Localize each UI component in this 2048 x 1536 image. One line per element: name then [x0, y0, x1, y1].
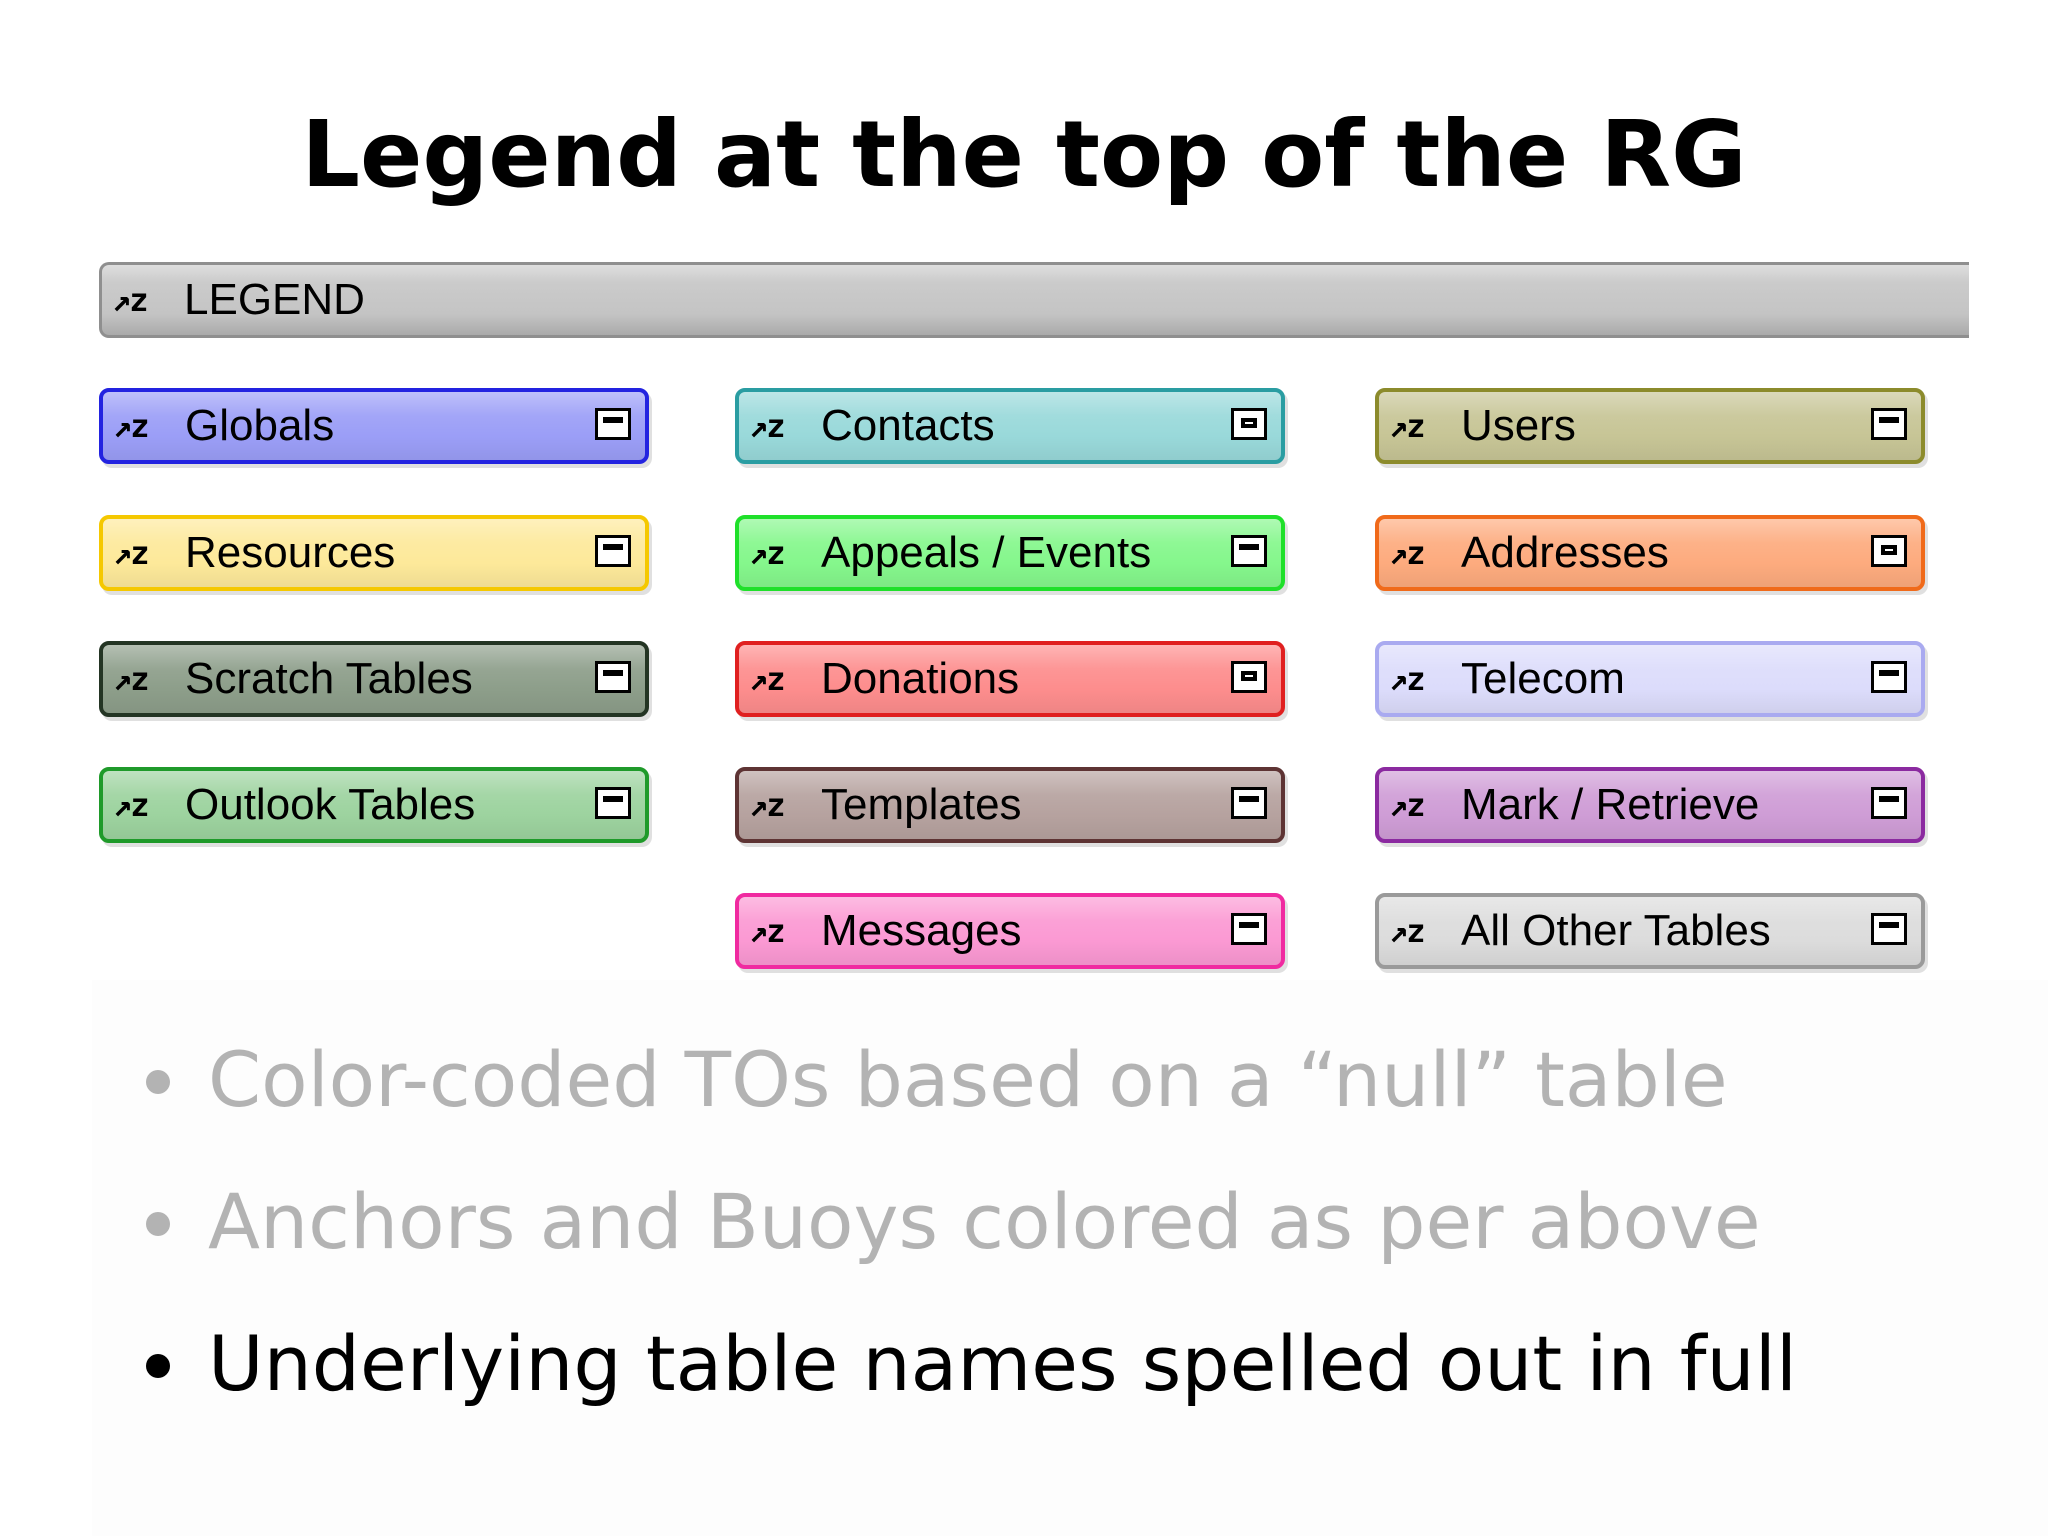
- table-occurrence-label: Donations: [821, 654, 1020, 703]
- legend-table-occurrence[interactable]: ↗z LEGEND: [99, 262, 1969, 338]
- minimize-icon[interactable]: [1871, 787, 1907, 819]
- minimize-icon[interactable]: [595, 787, 631, 819]
- table-occurrence-label: Globals: [185, 401, 335, 450]
- table-occurrence-templates[interactable]: ↗z Templates: [735, 767, 1285, 843]
- sort-arrow-icon: ↗z: [1389, 660, 1426, 698]
- minimize-icon[interactable]: [1871, 661, 1907, 693]
- sort-arrow-icon: ↗z: [749, 912, 786, 950]
- table-occurrence-label: Outlook Tables: [185, 780, 476, 829]
- table-occurrence-globals[interactable]: ↗z Globals: [99, 388, 649, 464]
- restore-icon[interactable]: [1871, 535, 1907, 567]
- minimize-icon[interactable]: [595, 661, 631, 693]
- bullet-area: [92, 980, 2048, 1536]
- sort-arrow-icon: ↗z: [113, 407, 150, 445]
- table-occurrence-label: Appeals / Events: [821, 528, 1152, 577]
- table-occurrence-telecom[interactable]: ↗z Telecom: [1375, 641, 1925, 717]
- minimize-icon[interactable]: [1871, 408, 1907, 440]
- sort-arrow-icon: ↗z: [1389, 912, 1426, 950]
- sort-arrow-icon: ↗z: [113, 786, 150, 824]
- table-occurrence-resources[interactable]: ↗z Resources: [99, 515, 649, 591]
- bullet-dot-icon: [146, 1212, 170, 1236]
- minimize-icon[interactable]: [595, 408, 631, 440]
- bullet-dot-icon: [146, 1070, 170, 1094]
- restore-icon[interactable]: [1231, 661, 1267, 693]
- sort-arrow-icon: ↗z: [749, 786, 786, 824]
- bullet-text: Underlying table names spelled out in fu…: [208, 1319, 1797, 1408]
- table-occurrence-label: Users: [1461, 401, 1576, 450]
- table-occurrence-label: Resources: [185, 528, 396, 577]
- table-occurrence-label: Addresses: [1461, 528, 1669, 577]
- bullet-list: Color-coded TOs based on a “null” table …: [140, 1040, 1797, 1466]
- table-occurrence-mark-retrieve[interactable]: ↗z Mark / Retrieve: [1375, 767, 1925, 843]
- bullet-text: Anchors and Buoys colored as per above: [208, 1177, 1761, 1266]
- table-occurrence-label: Mark / Retrieve: [1461, 780, 1760, 829]
- minimize-icon[interactable]: [1231, 787, 1267, 819]
- bullet-item-anchors-buoys: Anchors and Buoys colored as per above: [140, 1182, 1797, 1324]
- table-occurrence-label: Scratch Tables: [185, 654, 473, 703]
- sort-arrow-icon: ↗z: [113, 660, 150, 698]
- sort-arrow-icon: ↗z: [1389, 407, 1426, 445]
- table-occurrence-label: Contacts: [821, 401, 995, 450]
- bullet-dot-icon: [146, 1354, 170, 1378]
- sort-arrow-icon: ↗z: [749, 407, 786, 445]
- sort-arrow-icon: ↗z: [1389, 786, 1426, 824]
- table-occurrence-label: Messages: [821, 906, 1022, 955]
- minimize-icon[interactable]: [595, 535, 631, 567]
- table-occurrence-label: All Other Tables: [1461, 906, 1771, 955]
- table-occurrence-label: Templates: [821, 780, 1022, 829]
- bullet-text: Color-coded TOs based on a “null” table: [208, 1035, 1728, 1124]
- table-occurrence-donations[interactable]: ↗z Donations: [735, 641, 1285, 717]
- table-occurrence-all-other-tables[interactable]: ↗z All Other Tables: [1375, 893, 1925, 969]
- table-occurrence-label: Telecom: [1461, 654, 1625, 703]
- table-occurrence-outlook-tables[interactable]: ↗z Outlook Tables: [99, 767, 649, 843]
- table-occurrence-contacts[interactable]: ↗z Contacts: [735, 388, 1285, 464]
- restore-icon[interactable]: [1231, 408, 1267, 440]
- sort-arrow-icon: ↗z: [112, 281, 149, 319]
- sort-arrow-icon: ↗z: [113, 534, 150, 572]
- sort-arrow-icon: ↗z: [1389, 534, 1426, 572]
- sort-arrow-icon: ↗z: [749, 660, 786, 698]
- minimize-icon[interactable]: [1231, 535, 1267, 567]
- table-occurrence-addresses[interactable]: ↗z Addresses: [1375, 515, 1925, 591]
- bullet-item-table-names: Underlying table names spelled out in fu…: [140, 1324, 1797, 1466]
- sort-arrow-icon: ↗z: [749, 534, 786, 572]
- legend-label: LEGEND: [184, 275, 365, 324]
- minimize-icon[interactable]: [1231, 913, 1267, 945]
- table-occurrence-messages[interactable]: ↗z Messages: [735, 893, 1285, 969]
- minimize-icon[interactable]: [1871, 913, 1907, 945]
- slide-title: Legend at the top of the RG: [301, 101, 1747, 208]
- table-occurrence-users[interactable]: ↗z Users: [1375, 388, 1925, 464]
- table-occurrence-appeals-events[interactable]: ↗z Appeals / Events: [735, 515, 1285, 591]
- table-occurrence-scratch-tables[interactable]: ↗z Scratch Tables: [99, 641, 649, 717]
- bullet-item-color-coded: Color-coded TOs based on a “null” table: [140, 1040, 1797, 1182]
